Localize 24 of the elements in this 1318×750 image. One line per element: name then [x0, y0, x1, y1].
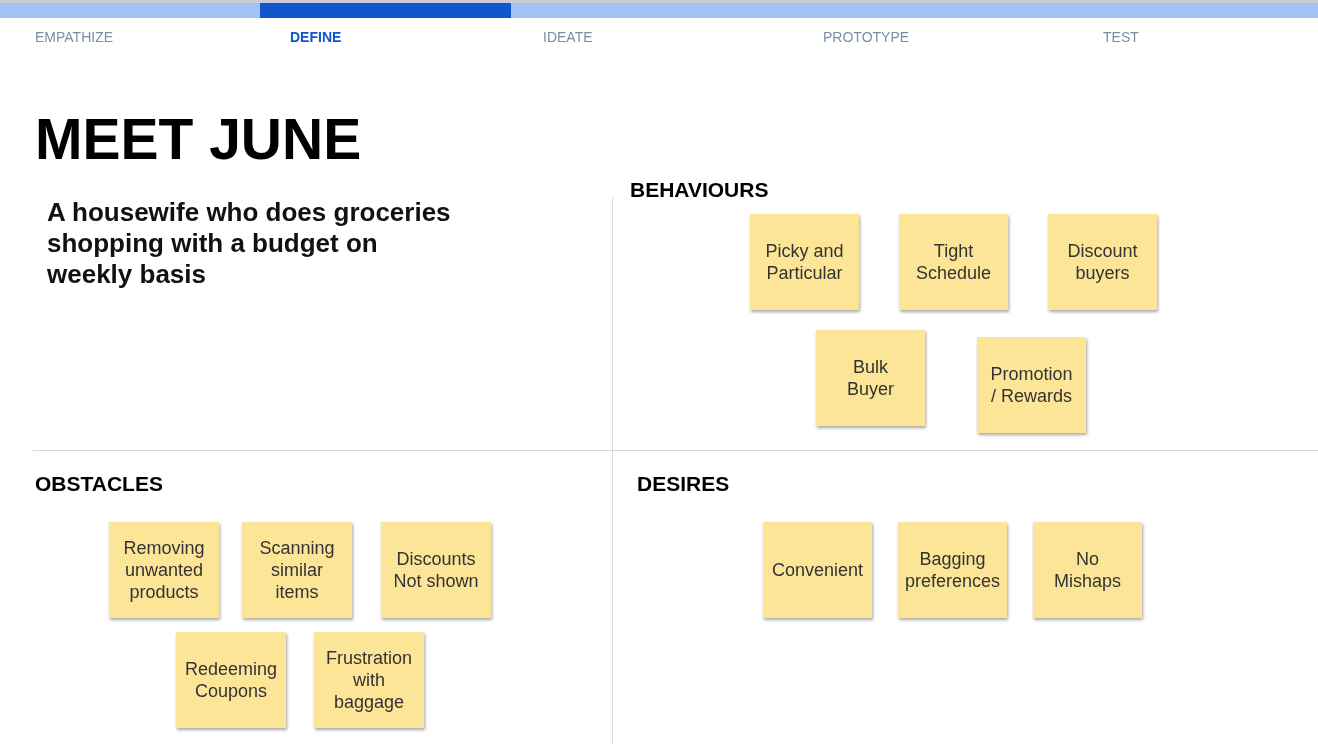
sticky-note: Redeeming Coupons: [176, 632, 286, 728]
page-title: MEET JUNE: [35, 106, 362, 172]
sticky-note: Promotion / Rewards: [977, 337, 1086, 433]
step-label: PROTOTYPE: [823, 29, 910, 45]
sticky-note: Discount buyers: [1048, 214, 1157, 310]
sticky-note: Frustration with baggage: [314, 632, 424, 728]
step-label: EMPATHIZE: [35, 29, 114, 45]
step-label: TEST: [1103, 29, 1139, 45]
sticky-note: No Mishaps: [1033, 522, 1142, 618]
persona-description: A housewife who does groceries shopping with a budget on weekly basis: [47, 197, 452, 290]
sticky-note: Picky and Particular: [750, 214, 859, 310]
sticky-note: Discounts Not shown: [381, 522, 491, 618]
sticky-note: Bagging preferences: [898, 522, 1007, 618]
step-label: IDEATE: [543, 29, 593, 45]
sticky-note: Bulk Buyer: [816, 330, 925, 426]
section-panel: [33, 450, 613, 745]
section-heading: DESIRES: [637, 472, 730, 496]
section-heading: OBSTACLES: [35, 472, 163, 496]
sticky-note: Convenient: [763, 522, 872, 618]
sticky-note: Removing unwanted products: [109, 522, 219, 618]
sticky-note: Tight Schedule: [899, 214, 1008, 310]
section-heading: BEHAVIOURS: [630, 178, 769, 202]
sticky-note: Scanning similar items: [242, 522, 352, 618]
active-step-label: DEFINE: [290, 29, 342, 45]
